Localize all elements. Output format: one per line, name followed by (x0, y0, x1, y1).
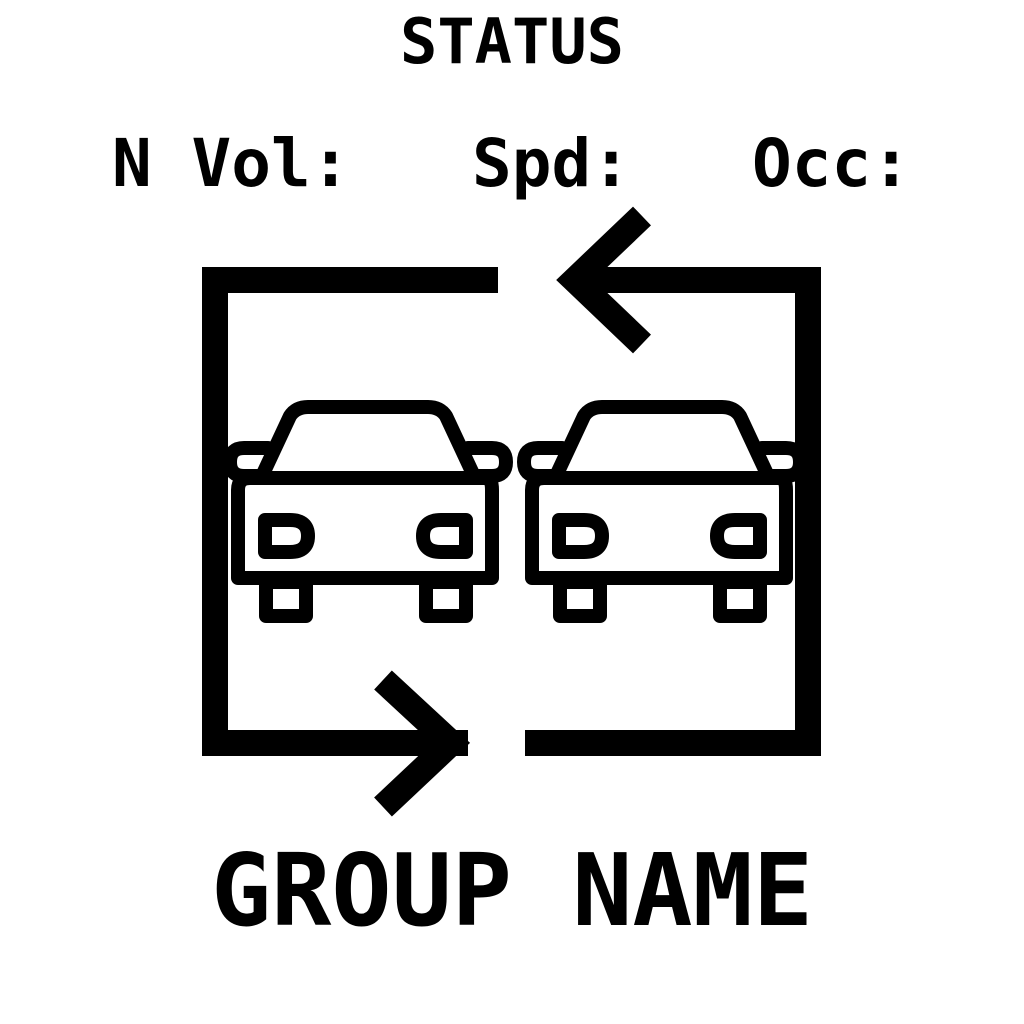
status-title: STATUS (400, 5, 624, 78)
occupancy-label: Occ: (752, 125, 911, 202)
loop-frame-right (525, 267, 821, 756)
loop-frame-top-left (202, 267, 498, 756)
car-icon (223, 400, 513, 623)
car-icon (517, 400, 807, 623)
group-name: GROUP NAME (210, 832, 814, 949)
speed-label: Spd: (472, 125, 631, 202)
arrow-right-icon (374, 670, 471, 817)
volume-label: N Vol: (112, 125, 351, 202)
arrow-left-icon (556, 206, 651, 354)
loop-frame (202, 267, 821, 756)
